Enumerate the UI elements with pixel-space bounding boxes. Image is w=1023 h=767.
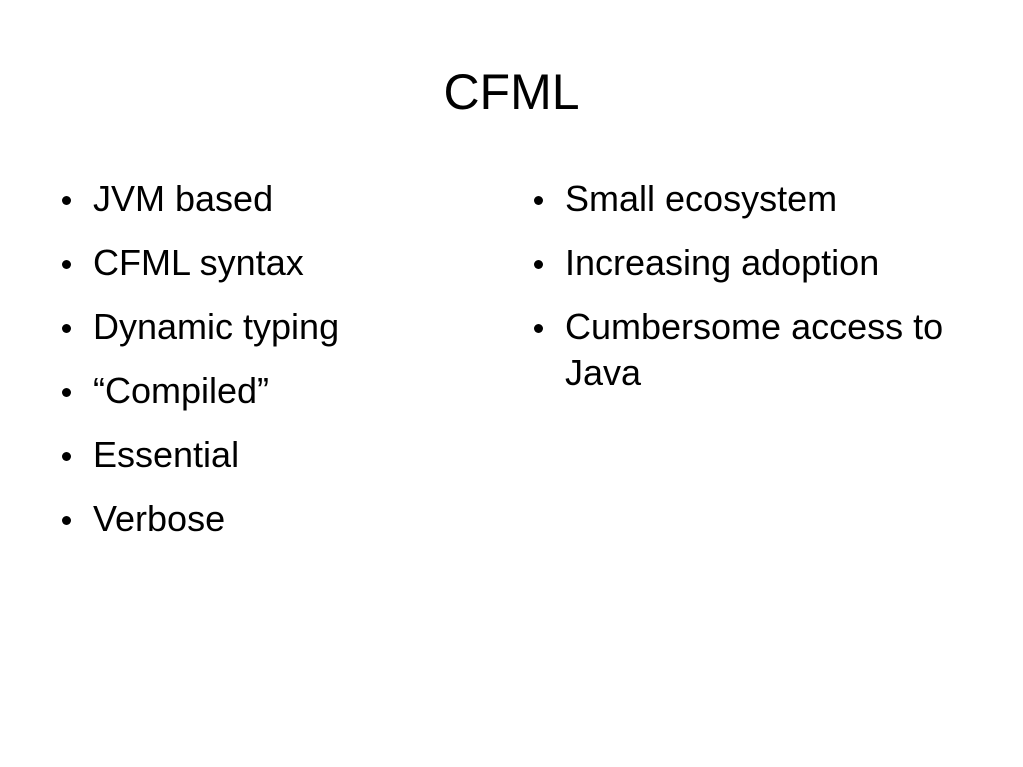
bullet-text: Small ecosystem <box>565 178 838 219</box>
bullet-icon <box>534 196 543 205</box>
bullet-icon <box>534 260 543 269</box>
slide-title: CFML <box>443 64 580 120</box>
bullet-item: Dynamic typing <box>60 304 480 350</box>
bullet-icon <box>62 196 71 205</box>
right-bullet-list: Small ecosystem Increasing adoption Cumb… <box>532 176 972 414</box>
bullet-text: CFML syntax <box>93 242 304 283</box>
bullet-text: Essential <box>93 434 240 475</box>
bullet-icon <box>62 452 71 461</box>
bullet-icon <box>534 324 543 333</box>
bullet-item: CFML syntax <box>60 240 480 286</box>
bullet-item: Cumbersome access to Java <box>532 304 972 396</box>
bullet-text: “Compiled” <box>93 370 270 411</box>
bullet-icon <box>62 324 71 333</box>
bullet-icon <box>62 516 71 525</box>
bullet-item: Small ecosystem <box>532 176 972 222</box>
bullet-text: JVM based <box>93 178 274 219</box>
bullet-text: Verbose <box>93 498 226 539</box>
bullet-icon <box>62 388 71 397</box>
bullet-item: Increasing adoption <box>532 240 972 286</box>
bullet-text: Cumbersome access to Java <box>565 306 944 393</box>
bullet-item: “Compiled” <box>60 368 480 414</box>
left-bullet-list: JVM based CFML syntax Dynamic typing “Co… <box>60 176 480 560</box>
bullet-icon <box>62 260 71 269</box>
bullet-item: JVM based <box>60 176 480 222</box>
bullet-text: Dynamic typing <box>93 306 340 347</box>
bullet-item: Verbose <box>60 496 480 542</box>
bullet-text: Increasing adoption <box>565 242 880 283</box>
bullet-item: Essential <box>60 432 480 478</box>
